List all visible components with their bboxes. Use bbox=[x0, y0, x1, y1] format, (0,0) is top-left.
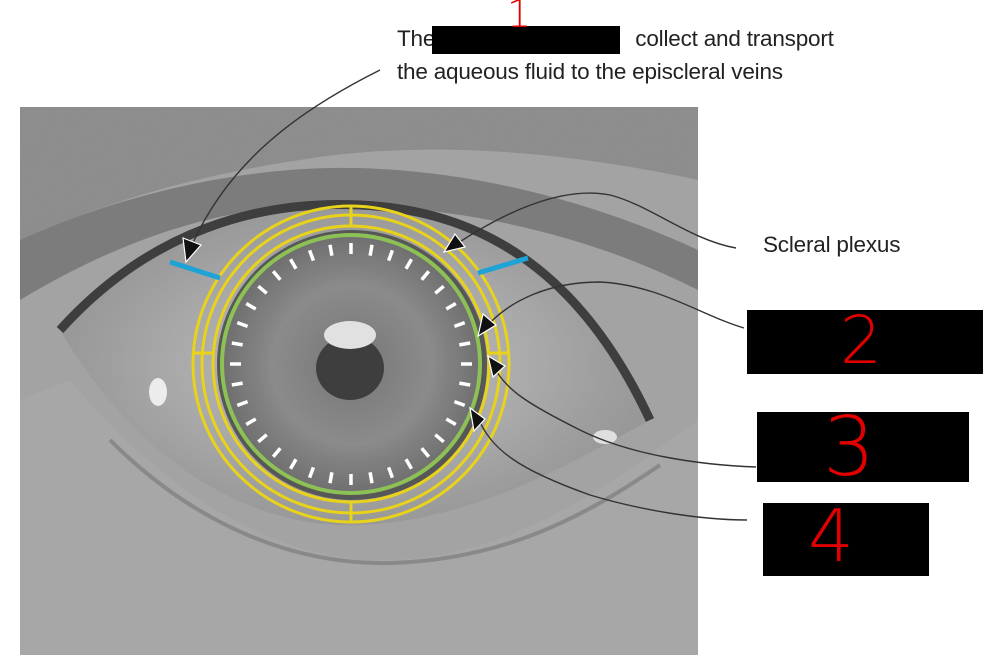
tick-mark bbox=[386, 466, 395, 479]
limbus-marker-left bbox=[169, 259, 221, 281]
tick-mark bbox=[307, 466, 316, 479]
tick-mark bbox=[434, 284, 445, 295]
caption-suffix: collect and transport bbox=[635, 26, 834, 51]
tick-mark bbox=[236, 320, 249, 329]
tick-mark bbox=[257, 284, 268, 295]
caption: The collect and transport the aqueous fl… bbox=[397, 22, 867, 88]
tick-mark bbox=[445, 301, 457, 311]
limbus-marker-right bbox=[477, 255, 529, 276]
tick-mark bbox=[236, 399, 249, 408]
redaction-box-2 bbox=[747, 310, 983, 374]
handwritten-number-4: 4 bbox=[808, 494, 854, 578]
redaction-box-4 bbox=[763, 503, 929, 576]
tick-mark bbox=[307, 249, 316, 262]
tick-mark bbox=[245, 301, 257, 311]
tick-mark bbox=[231, 341, 244, 347]
handwritten-number-1: 1 bbox=[507, 0, 532, 36]
eye-photo bbox=[20, 107, 698, 655]
tick-mark bbox=[368, 471, 374, 484]
caption-line-2: the aqueous fluid to the episcleral vein… bbox=[397, 59, 783, 84]
tick-mark bbox=[231, 381, 244, 387]
tick-mark bbox=[328, 471, 334, 484]
tick-mark bbox=[445, 417, 457, 427]
tick-mark bbox=[404, 458, 414, 470]
caption-prefix: The bbox=[397, 26, 436, 51]
tick-mark bbox=[458, 381, 471, 387]
tick-mark bbox=[328, 244, 334, 257]
tick-mark bbox=[288, 258, 298, 270]
tick-mark bbox=[271, 270, 282, 281]
tick-mark bbox=[257, 433, 268, 444]
tick-mark bbox=[271, 447, 282, 458]
tick-mark bbox=[404, 258, 414, 270]
arrowheads bbox=[182, 232, 507, 433]
tick-mark bbox=[434, 433, 445, 444]
tick-mark bbox=[420, 270, 431, 281]
tick-mark bbox=[420, 447, 431, 458]
white-tick-marks bbox=[230, 243, 472, 485]
tick-mark bbox=[245, 417, 257, 427]
redaction-box-3 bbox=[757, 412, 969, 482]
handwritten-number-3: 3 bbox=[823, 400, 876, 495]
handwritten-number-2: 2 bbox=[840, 302, 882, 379]
leader-lines bbox=[191, 69, 757, 521]
inner-green-ring bbox=[220, 233, 482, 495]
tick-mark bbox=[368, 244, 374, 257]
label-scleral-plexus: Scleral plexus bbox=[763, 232, 901, 257]
tick-mark bbox=[288, 458, 298, 470]
tick-mark bbox=[453, 399, 466, 408]
tick-mark bbox=[453, 320, 466, 329]
redaction-box-1 bbox=[432, 26, 620, 54]
tick-mark bbox=[386, 249, 395, 262]
tick-mark bbox=[458, 341, 471, 347]
